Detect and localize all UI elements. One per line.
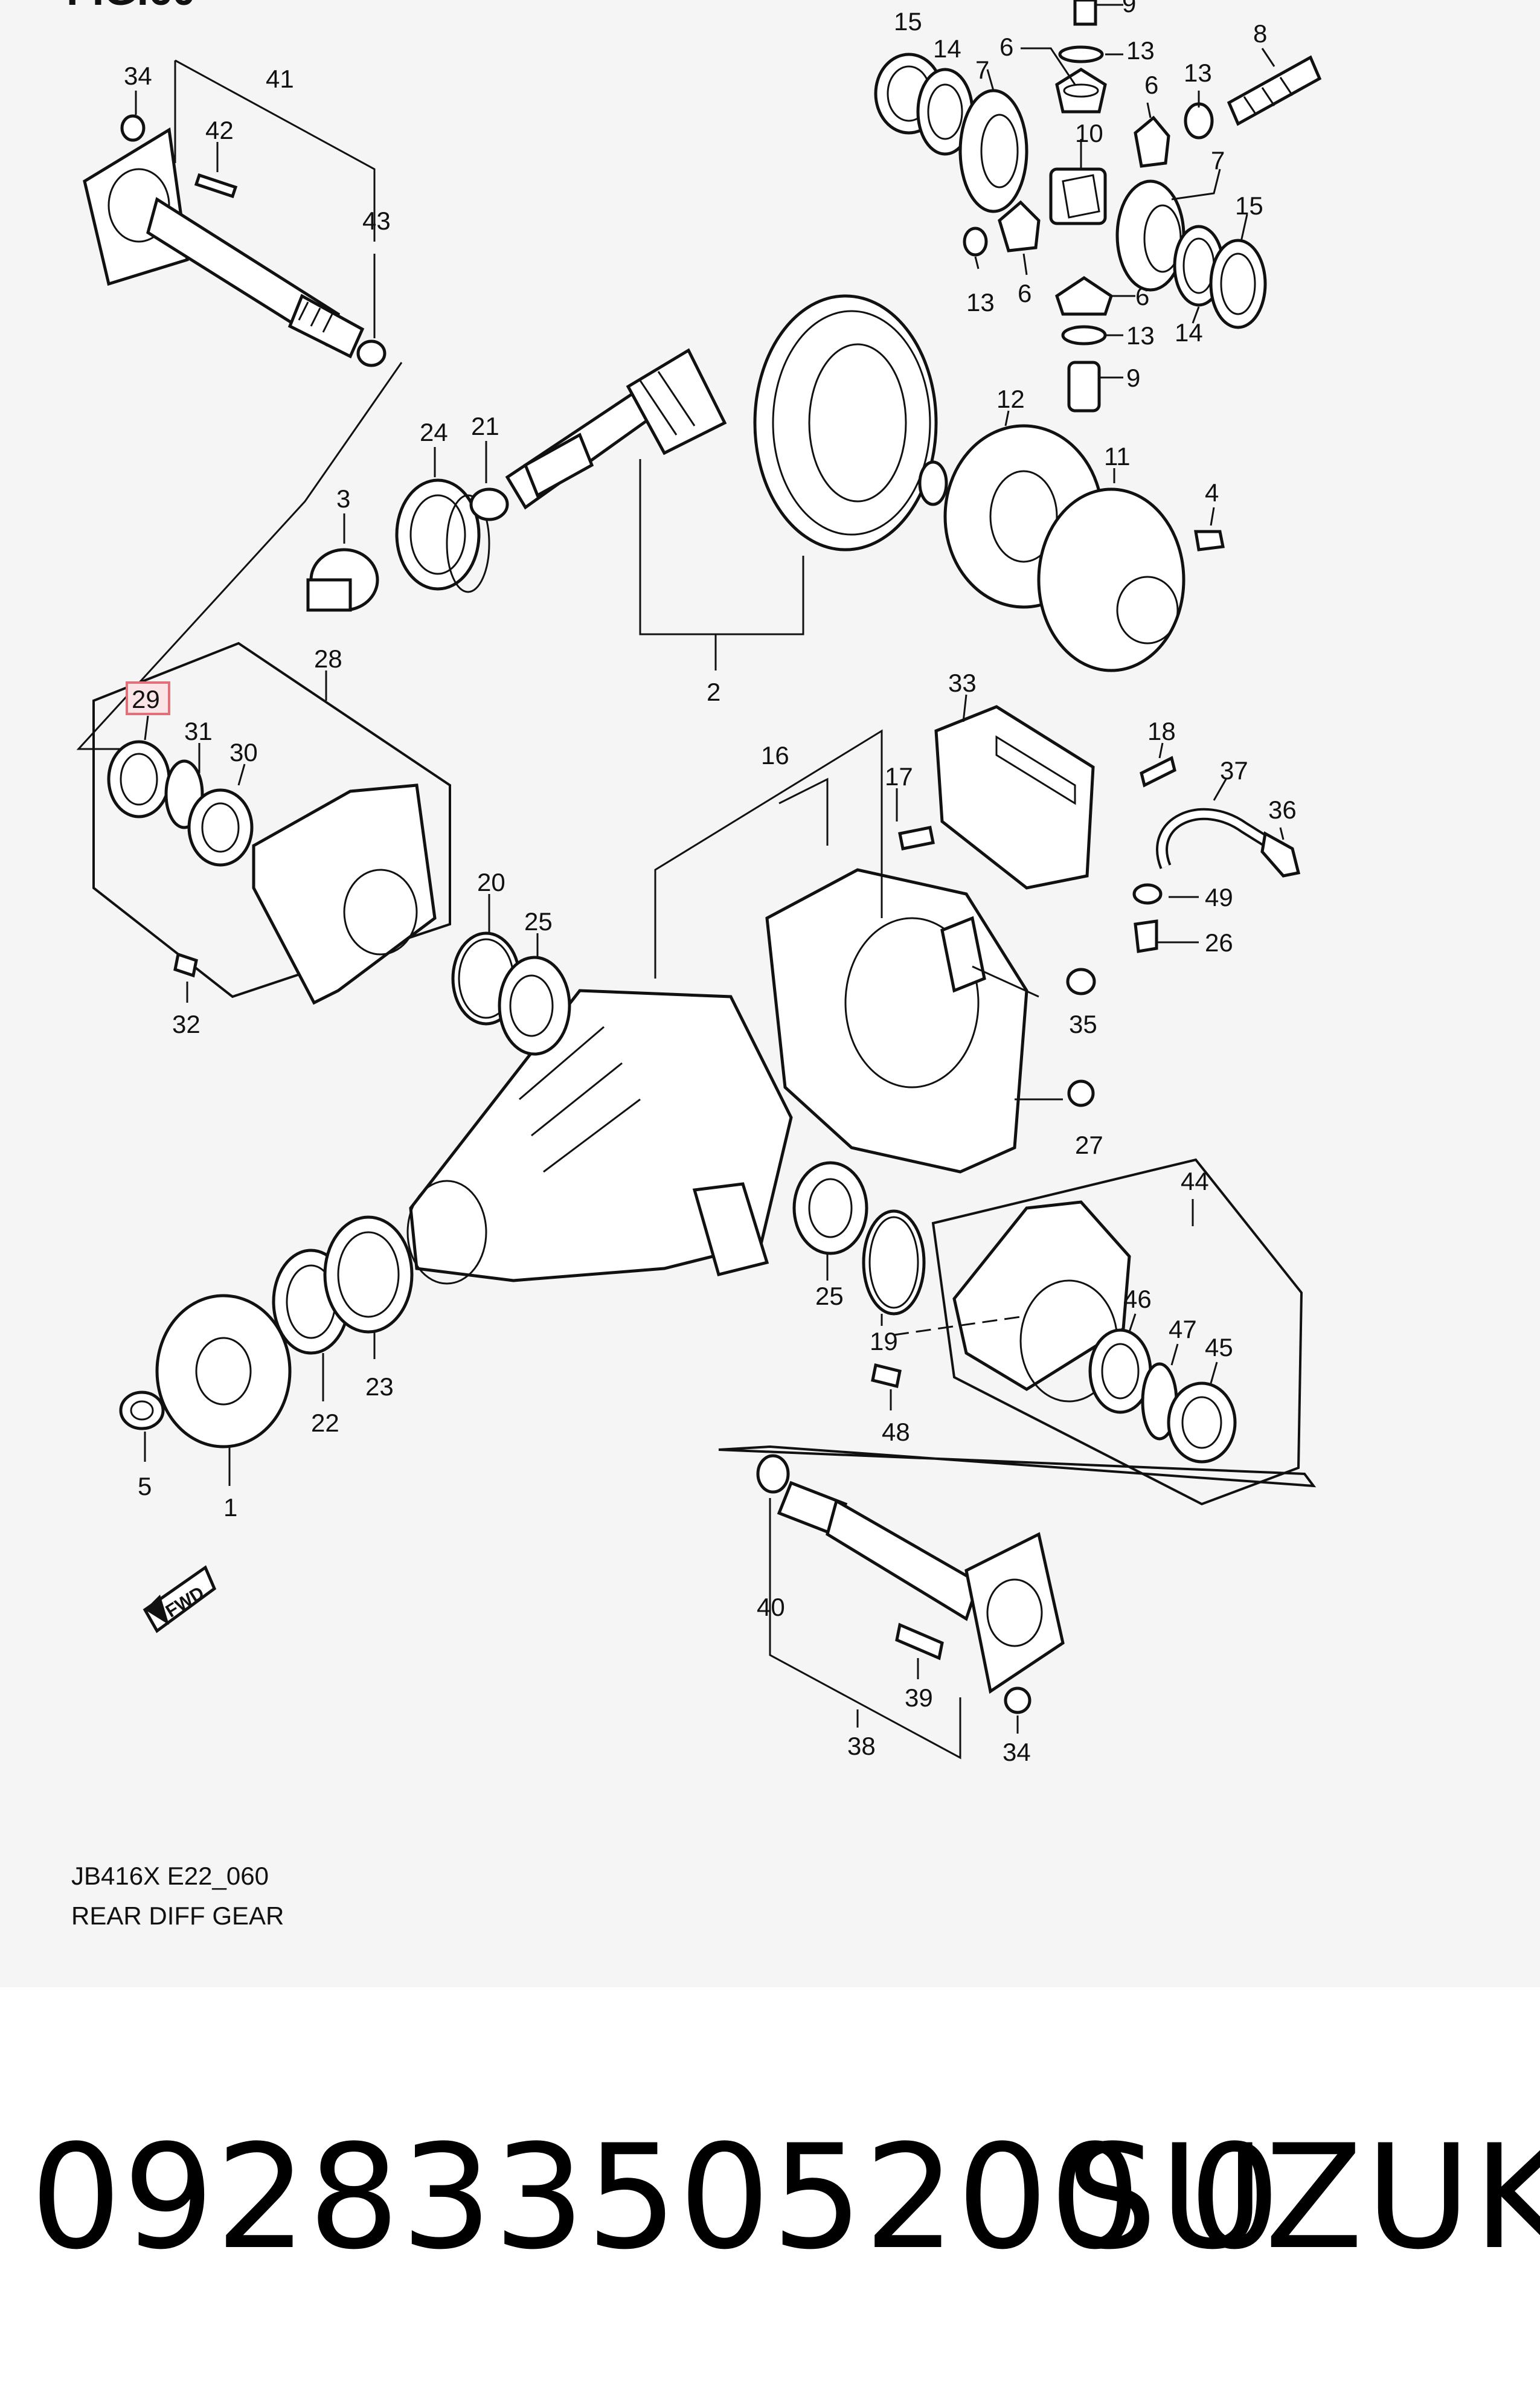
callout-19: 19: [870, 1327, 898, 1355]
callout-9-top: 9: [1122, 0, 1136, 18]
callout-6-right: 6: [1144, 71, 1158, 99]
callout-17: 17: [885, 762, 913, 791]
callout-14-bottom: 14: [1175, 318, 1203, 347]
fig-label: FIG.60: [66, 0, 196, 14]
left-axle-shaft: [83, 114, 387, 367]
callout-30: 30: [229, 738, 258, 767]
exploded-diagram: FIG.60: [66, 0, 1322, 1766]
callout-39: 39: [905, 1683, 933, 1712]
callout-28: 28: [314, 645, 342, 673]
callout-2: 2: [707, 678, 720, 706]
callout-14-top: 14: [933, 34, 961, 63]
leaders-right-housing: [890, 1199, 1218, 1410]
callout-35: 35: [1069, 1010, 1097, 1038]
callout-46: 46: [1123, 1285, 1152, 1313]
callout-7-top: 7: [975, 56, 989, 84]
callout-32: 32: [172, 1010, 201, 1038]
callout-13-bottom: 13: [1126, 321, 1155, 350]
callout-4: 4: [1205, 478, 1219, 507]
right-axle-shaft: [143, 1445, 1317, 1714]
callout-36: 36: [1268, 796, 1297, 824]
callout-26: 26: [1205, 928, 1233, 957]
callout-31: 31: [184, 717, 213, 745]
callout-1: 1: [223, 1493, 237, 1522]
leaders-flange: [144, 1332, 376, 1486]
callout-47: 47: [1169, 1315, 1197, 1343]
callout-25-left: 25: [524, 907, 553, 936]
callout-25-right: 25: [815, 1282, 844, 1310]
left-extension-housing: [92, 641, 451, 1005]
callout-37: 37: [1220, 756, 1248, 785]
callout-41: 41: [266, 65, 294, 93]
callout-12: 12: [996, 385, 1025, 413]
callout-10: 10: [1075, 119, 1103, 147]
callout-labels: 9 15 14 6 13 8 7 6 13 10 7 15 13 6 6 14 …: [124, 0, 1297, 1766]
callout-13-right: 13: [1184, 59, 1212, 87]
pinion-bearings: [306, 478, 509, 612]
leaders-right-axle: [769, 1498, 1019, 1760]
leaders-carrier: [654, 729, 1063, 1101]
companion-flange-group: [119, 1215, 414, 1448]
breather-assembly: [934, 705, 1301, 953]
callout-40: 40: [757, 1593, 785, 1621]
callout-6-top: 6: [999, 33, 1013, 61]
leaders-bearing-25-19: [826, 1253, 883, 1326]
callout-3: 3: [336, 484, 350, 513]
callout-38: 38: [847, 1732, 876, 1760]
leaders-left-housing: [144, 670, 327, 1003]
callout-16: 16: [761, 741, 789, 770]
callout-8: 8: [1253, 19, 1267, 48]
callout-44: 44: [1181, 1167, 1209, 1195]
callout-29: 29: [132, 685, 160, 713]
leaders-gears: [639, 410, 1215, 670]
part-29-highlight: [126, 681, 170, 715]
callout-15-right: 15: [1235, 191, 1263, 220]
callout-42: 42: [205, 116, 234, 144]
callout-18: 18: [1147, 717, 1176, 745]
left-carrier-bearing: [451, 931, 571, 1056]
callout-48: 48: [882, 1418, 910, 1446]
callout-11: 11: [1104, 442, 1131, 471]
right-extension-housing: [871, 1158, 1303, 1506]
callout-15-top: 15: [894, 7, 922, 36]
leaders-top-right: [974, 4, 1275, 379]
callout-45: 45: [1205, 1333, 1233, 1362]
callout-34-bottom: 34: [1003, 1738, 1031, 1766]
part-number: 092833505200 0: [30, 2114, 1282, 2281]
callout-34-top: 34: [124, 62, 152, 90]
callout-21: 21: [471, 412, 499, 440]
callout-49: 49: [1205, 883, 1233, 911]
callout-13-top: 13: [1126, 36, 1155, 65]
callout-7-right: 7: [1211, 146, 1225, 175]
callout-23: 23: [365, 1372, 394, 1401]
callout-20: 20: [477, 868, 505, 896]
leaders-breather: [962, 694, 1285, 944]
callout-5: 5: [138, 1472, 152, 1500]
callout-9-bottom: 9: [1126, 364, 1140, 392]
callout-33: 33: [948, 669, 977, 697]
leaders-bearing-20-25: [488, 894, 539, 957]
callout-27: 27: [1075, 1131, 1103, 1159]
callout-22: 22: [311, 1409, 339, 1437]
callout-6-bottom-right: 6: [1135, 282, 1149, 310]
callout-6-bottom-left: 6: [1018, 279, 1031, 307]
diff-gear-cluster: [874, 0, 1322, 413]
callout-13-left: 13: [966, 288, 995, 317]
callout-24: 24: [420, 418, 448, 446]
pinion-ring-gear: [505, 294, 1225, 672]
diff-carrier-housing: [406, 826, 1096, 1285]
right-carrier-bearing: [792, 1161, 926, 1316]
model-code: JB416X E22_060: [71, 1862, 269, 1890]
leaders-left-axle: [76, 59, 403, 750]
leaders-bearings: [343, 441, 487, 544]
callout-43: 43: [362, 207, 391, 235]
brand-name: SUZUKI: [1066, 2114, 1540, 2281]
diagram-title: REAR DIFF GEAR: [71, 1902, 284, 1930]
